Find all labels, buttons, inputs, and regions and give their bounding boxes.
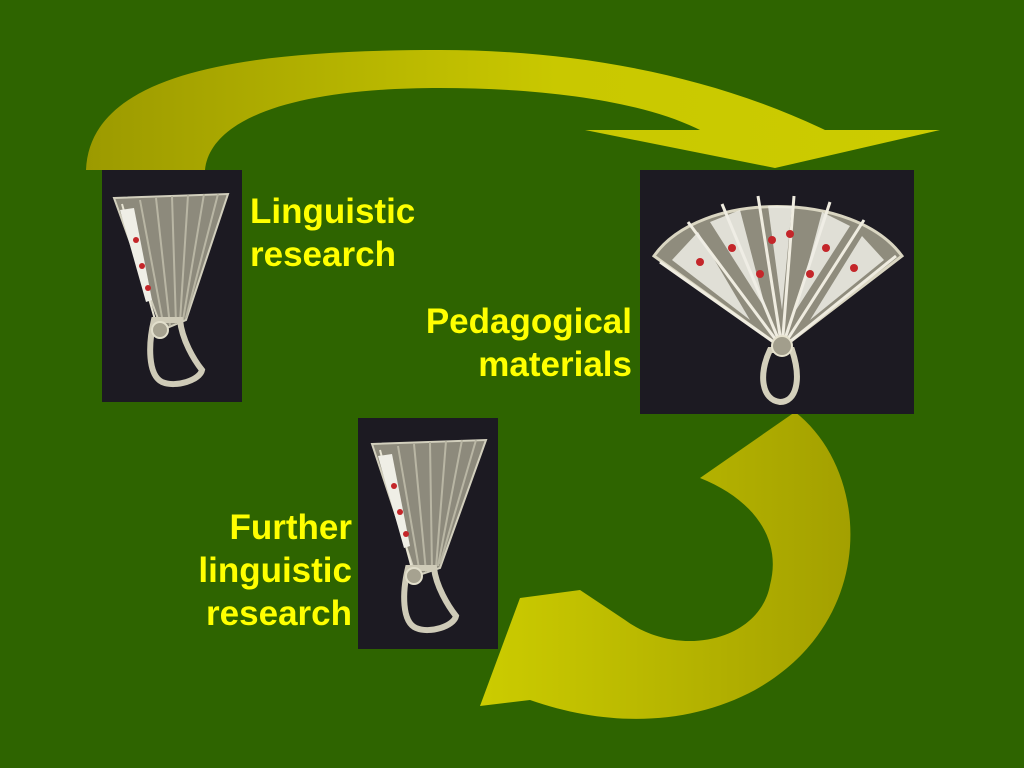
- node-label-line: research: [250, 235, 396, 274]
- photo-further-linguistic-research: [358, 418, 498, 649]
- node-label-linguistic-research: Linguistic research: [250, 190, 415, 276]
- photo-pedagogical-materials: [640, 170, 914, 414]
- folded-fan-brooch-icon: [370, 438, 488, 634]
- arrow-research-to-materials: [86, 50, 940, 170]
- arrow-materials-to-further-research: [480, 412, 851, 719]
- node-label-line: research: [206, 594, 352, 633]
- node-label-line: materials: [478, 345, 632, 384]
- node-label-pedagogical-materials: Pedagogical materials: [426, 300, 632, 386]
- node-label-line: Pedagogical: [425, 302, 632, 341]
- node-label-line: Further: [229, 508, 353, 547]
- node-label-line: Linguistic: [250, 192, 416, 231]
- open-fan-brooch-icon: [651, 195, 905, 406]
- folded-fan-brooch-icon: [112, 192, 230, 388]
- node-label-line: linguistic: [198, 551, 352, 590]
- node-label-further-linguistic-research: Further linguistic research: [198, 506, 352, 635]
- photo-linguistic-research: [102, 170, 242, 402]
